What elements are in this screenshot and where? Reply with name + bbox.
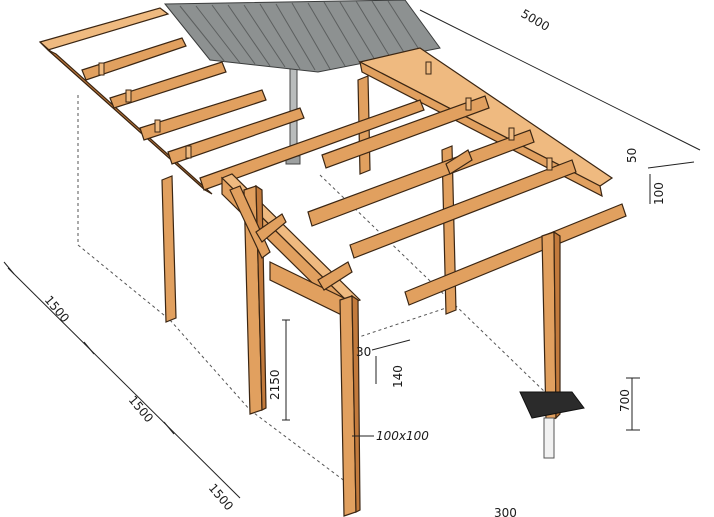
post-footing	[519, 391, 585, 459]
dim-joist-height: 100	[652, 182, 666, 205]
dim-footing-depth: 700	[618, 389, 632, 412]
dim-beam-height: 140	[391, 365, 405, 388]
dim-width-partial: 300	[494, 506, 517, 517]
dim-bay-1: 1500	[42, 293, 72, 325]
dim-post-height: 2150	[268, 369, 282, 400]
dim-post-section: 100x100	[376, 429, 429, 443]
dimension-lines	[3, 9, 701, 499]
dim-length-total: 5000	[519, 6, 552, 33]
dim-beam-gap: 30	[356, 345, 371, 359]
rafters	[81, 37, 627, 306]
top-beam-right	[358, 47, 614, 198]
dimension-labels: 5000 1500 1500 1500 2150 100x100 700 50 …	[42, 6, 666, 517]
dim-bay-3: 1500	[206, 481, 236, 513]
knee-braces	[229, 149, 473, 291]
dim-bay-2: 1500	[126, 393, 156, 425]
dim-joist-width: 50	[625, 148, 639, 163]
